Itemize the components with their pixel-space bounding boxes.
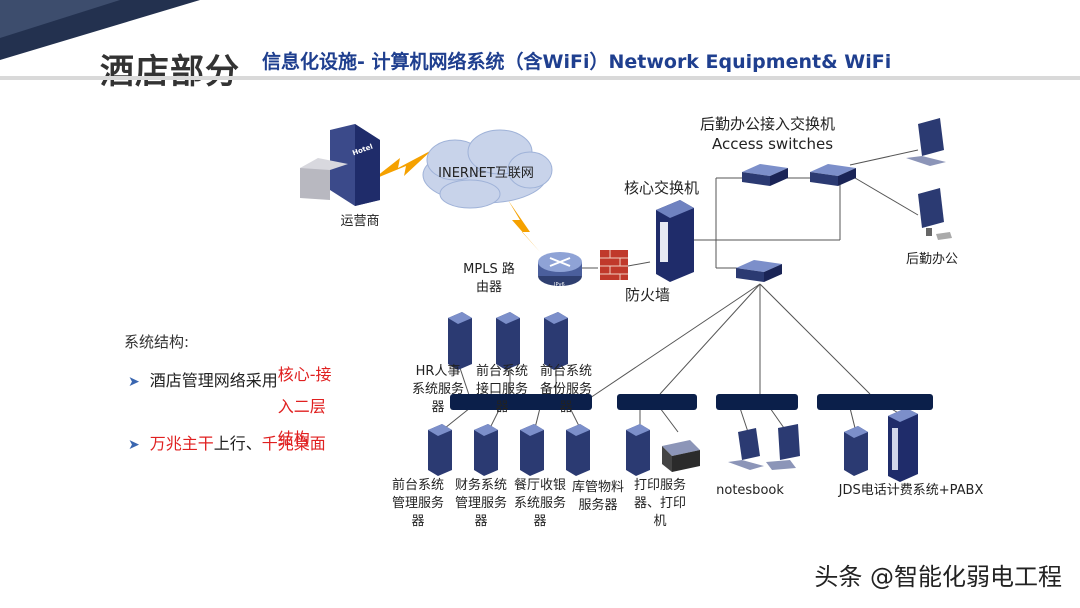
server-icon: [626, 424, 650, 476]
corner-decoration: [0, 0, 200, 60]
server-label-front-management: 前台系统管理服务器: [391, 478, 444, 529]
lightning-bolt-icon: [372, 150, 432, 180]
arrow-icon: ➤: [128, 374, 140, 390]
bullet-bandwidth: ➤万兆主干上行、千兆桌面: [128, 434, 326, 453]
server-label-inventory: 库管物料服务器: [571, 480, 624, 513]
server-label-print: 打印服务器、打印机: [633, 478, 686, 529]
core-switch-label: 核心交换机: [624, 179, 700, 197]
printer-icon: [662, 440, 700, 472]
core-switch-icon: [656, 200, 694, 282]
router-label: MPLS 路由器: [463, 262, 515, 295]
server-label-finance: 财务系统管理服务器: [454, 478, 507, 529]
access-switch-icon: [810, 164, 856, 186]
router-badge: IPv6: [554, 282, 565, 288]
server-icon: [474, 424, 498, 476]
watermark: 头条 @智能化弱电工程: [814, 563, 1062, 591]
server-icon: [566, 424, 590, 476]
server-icon: [448, 312, 472, 370]
arrow-icon: ➤: [128, 437, 140, 453]
access-switch-label-en: Access switches: [712, 135, 834, 153]
connection-lines: [444, 149, 919, 433]
server-label-front-interface: 前台系统接口服务器: [475, 364, 528, 415]
distribution-switch-icon: [736, 260, 782, 282]
operator-label: 运营商: [340, 214, 380, 229]
desktop-icon: [918, 188, 952, 240]
server-icon: [844, 426, 868, 476]
jds-switch-bar: [817, 394, 933, 410]
lightning-bolt-icon: [508, 200, 540, 252]
rack-icon: [888, 408, 918, 482]
access-switch-label-cn: 后勤办公接入交换机: [700, 115, 836, 133]
back-office-label: 后勤办公: [905, 252, 958, 267]
page-subtitle: 信息化设施- 计算机网络系统（含WiFi）Network Equipment& …: [262, 51, 892, 73]
printer-switch-bar: [617, 394, 697, 410]
internet-label: INERNET互联网: [438, 166, 534, 181]
firewall-icon: [600, 250, 628, 280]
desktop-icon: [766, 424, 800, 470]
cloud-icon: [422, 129, 553, 209]
server-switch-bar: [450, 394, 592, 410]
structure-heading: 系统结构:: [124, 333, 190, 351]
notebook-switch-bar: [716, 394, 798, 410]
building-icon: [300, 124, 380, 206]
jds-label: JDS电话计费系统+PABX: [838, 483, 984, 498]
server-icon: [428, 424, 452, 476]
server-icon: [496, 312, 520, 370]
router-icon: [538, 252, 582, 286]
access-switch-icon: [742, 164, 788, 186]
server-label-front-backup: 前台系统备份服务器: [539, 364, 592, 415]
server-icon: [520, 424, 544, 476]
server-label-restaurant: 餐厅收银系统服务器: [513, 478, 566, 529]
bullet-architecture: ➤酒店管理网络采用核心-接入二层结构: [128, 365, 332, 448]
notebook-label: notesbook: [716, 483, 784, 498]
laptop-icon: [906, 118, 946, 166]
laptop-icon: [728, 428, 764, 470]
server-icon: [544, 312, 568, 370]
page-title: 酒店部分: [100, 52, 240, 92]
firewall-label: 防火墙: [625, 286, 671, 304]
server-label-hr: HR人事系统服务器: [411, 364, 464, 415]
title-divider: [0, 76, 1080, 80]
